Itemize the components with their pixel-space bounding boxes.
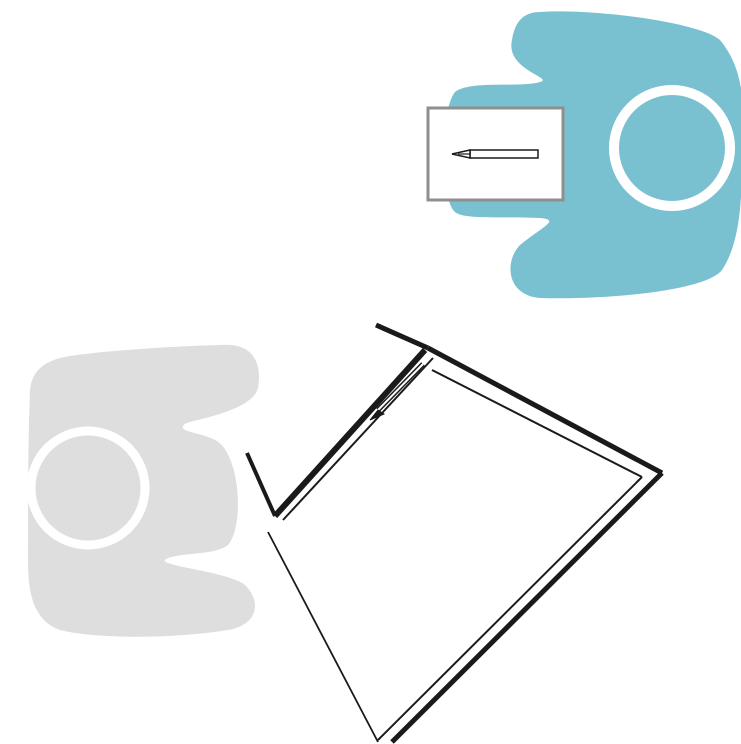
table-right-edge-inner	[431, 369, 643, 478]
top-person	[443, 11, 741, 299]
table-diagonal-outer	[390, 471, 664, 744]
table-left-lower-edge	[267, 531, 379, 743]
bottom-person	[26, 344, 260, 637]
table-left-bar-inner	[282, 357, 434, 521]
pencil-on-table-icon	[369, 362, 425, 421]
top-person-body	[443, 11, 741, 299]
angled-table-icon	[245, 322, 664, 744]
top-person-head	[609, 85, 735, 211]
table-corner-tick	[245, 452, 277, 517]
card	[426, 106, 565, 202]
table-top-edge	[374, 322, 430, 351]
table-left-bar-outer	[272, 347, 428, 519]
table-diagonal-inner	[377, 476, 643, 741]
bottom-person-head	[26, 426, 150, 550]
pencil-icon	[451, 149, 539, 159]
table-right-edge-outer	[426, 345, 664, 476]
